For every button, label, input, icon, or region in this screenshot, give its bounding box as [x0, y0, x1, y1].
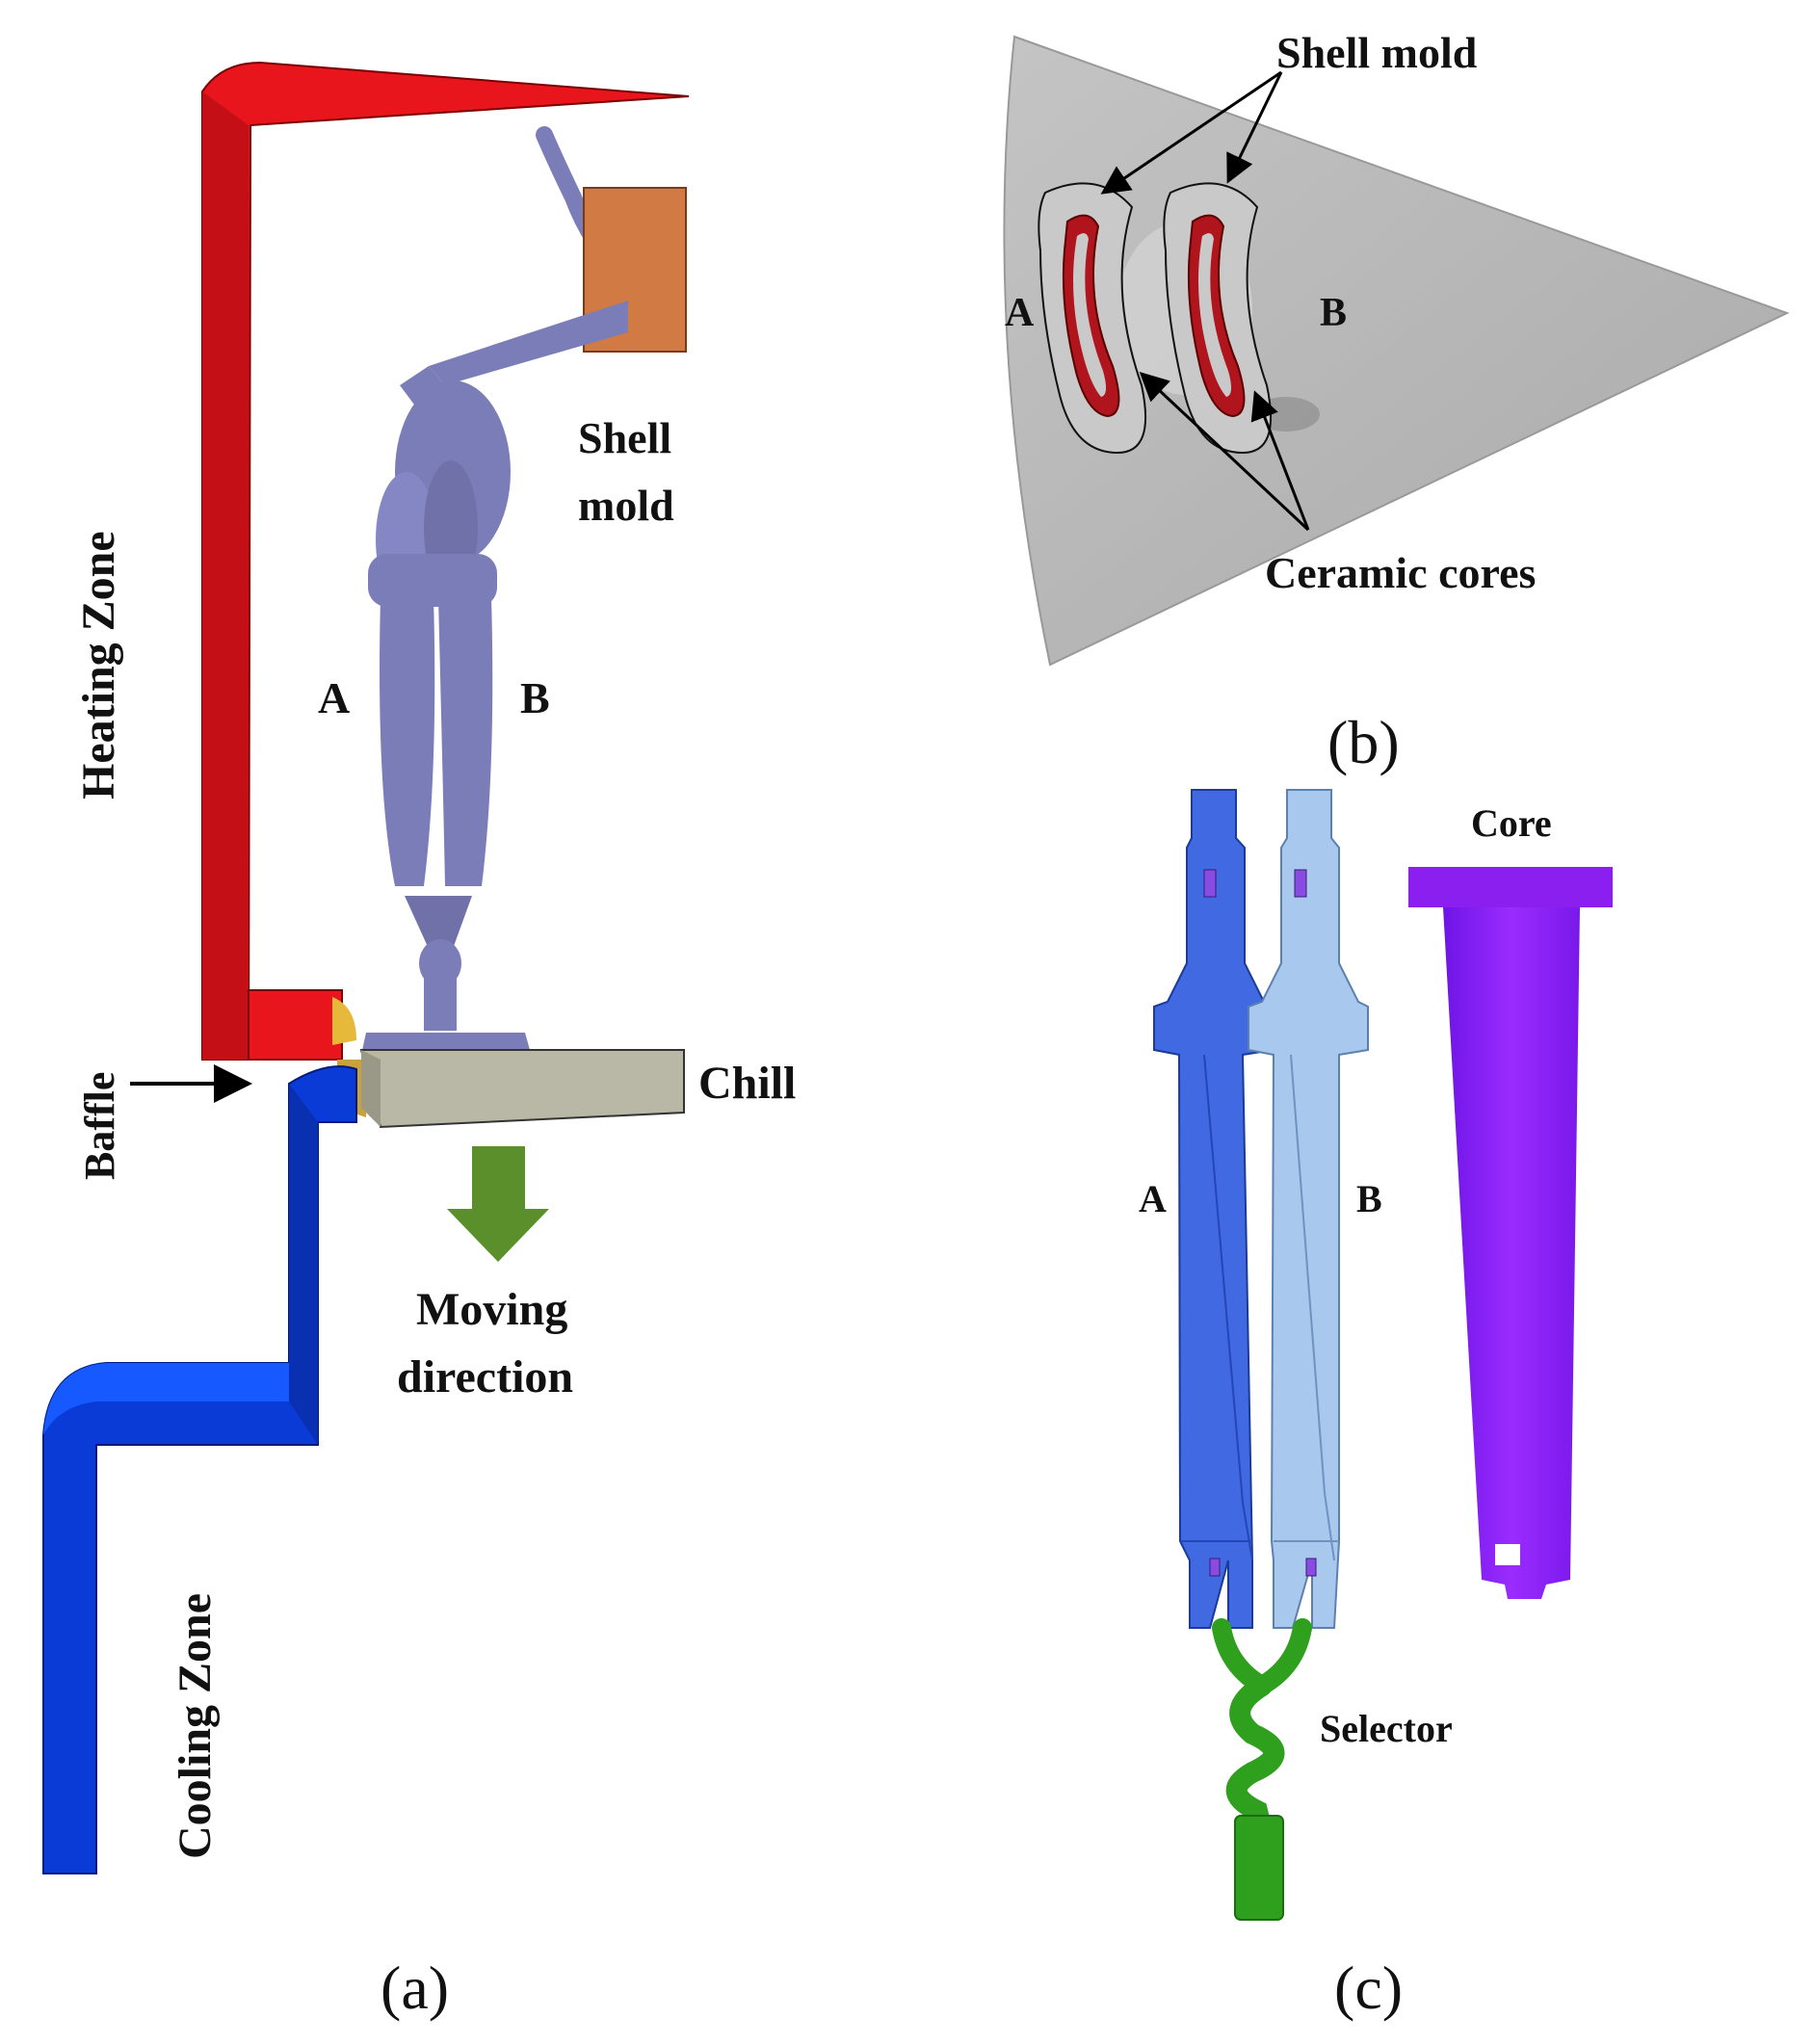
- ceramic-core-arrow-2: [1250, 390, 1310, 531]
- shell-mold-section-a: [1038, 182, 1147, 455]
- caption-b: (b): [1327, 708, 1400, 776]
- ceramic-core-arrow-1: [1139, 371, 1310, 532]
- blade-b: [1248, 789, 1369, 1629]
- heating-zone-wall: [201, 61, 690, 1061]
- chill-label: Chill: [698, 1058, 796, 1109]
- label-b-panel-a: B: [520, 673, 550, 722]
- selector-spiral: [1212, 1618, 1312, 1921]
- moving-label-line1: Moving: [416, 1284, 567, 1335]
- panel-b-section: Shell mold Ceramic cores A B (b): [1003, 28, 1790, 776]
- label-a-panel-c: A: [1139, 1177, 1167, 1220]
- blade-a: [1153, 789, 1274, 1629]
- shell-mold-3d: [361, 126, 687, 1055]
- cooling-zone-wall: [42, 1065, 357, 1874]
- core-label: Core: [1471, 801, 1552, 845]
- label-b-panel-b: B: [1320, 291, 1347, 335]
- label-a-panel-b: A: [1005, 291, 1035, 335]
- label-a-panel-a: A: [318, 673, 350, 722]
- caption-c: (c): [1334, 1953, 1403, 2022]
- shell-mold-label-b: Shell mold: [1276, 28, 1478, 77]
- label-b-panel-c: B: [1356, 1177, 1382, 1220]
- cooling-zone-label: Cooling Zone: [170, 1593, 221, 1859]
- panel-a-furnace: Heating Zone Cooling Zone Baffle Shell m…: [42, 61, 796, 2022]
- shell-mold-label-a-line2: mold: [578, 481, 674, 530]
- moving-direction-arrow: [447, 1146, 549, 1262]
- panel-c-assembly: Core Selector A B (c): [1139, 789, 1613, 2022]
- baffle-label: Baffle: [76, 1072, 123, 1180]
- heating-zone-label: Heating Zone: [73, 531, 124, 799]
- ceramic-core-part: [1408, 867, 1613, 1599]
- selector-label: Selector: [1320, 1707, 1453, 1750]
- ceramic-cores-label: Ceramic cores: [1265, 548, 1536, 597]
- shell-mold-arrow-1: [1100, 70, 1282, 195]
- shell-mold-section-b: [1163, 182, 1273, 455]
- caption-a: (a): [381, 1953, 449, 2022]
- moving-label-line2: direction: [397, 1351, 573, 1402]
- shell-mold-arrow-2: [1226, 71, 1283, 184]
- chill-block: [359, 1049, 685, 1129]
- shell-mold-label-a-line1: Shell: [578, 413, 671, 462]
